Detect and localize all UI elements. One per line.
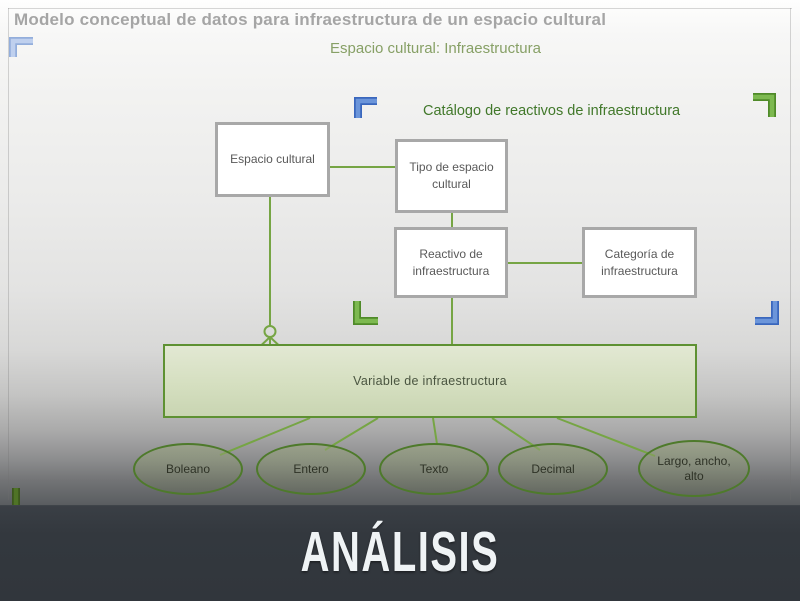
corner-bracket-icon-green-bottom-left [353, 301, 378, 325]
datatype-label: Decimal [531, 461, 575, 476]
corner-bracket-icon-green-top-right [753, 93, 776, 117]
slide-subtitle: Espacio cultural: Infraestructura [330, 40, 541, 57]
slide-edge-top [8, 8, 792, 9]
analysis-banner: ANÁLISIS [0, 505, 800, 601]
datatype-ellipse-decimal: Decimal [498, 443, 608, 495]
datatype-label: Largo, ancho, alto [657, 453, 731, 483]
entity-label: Reactivo de infraestructura [412, 246, 490, 278]
entity-tipo-espacio-cultural: Tipo de espacio cultural [395, 139, 508, 213]
datatype-ellipse-entero: Entero [256, 443, 366, 495]
entity-reactivo-infraestructura: Reactivo de infraestructura [394, 227, 508, 298]
datatype-ellipse-largo-ancho-alto: Largo, ancho, alto [638, 440, 750, 497]
page-title: Modelo conceptual de datos para infraest… [14, 10, 607, 29]
corner-bracket-icon-blue-light-top-left [9, 37, 33, 57]
datatype-ellipse-boleano: Boleano [133, 443, 243, 495]
slide-edge-left [8, 8, 9, 500]
entity-label: Categoría de infraestructura [601, 246, 678, 278]
datatype-label: Texto [419, 461, 449, 476]
slide-edge-right [790, 8, 791, 500]
connector-variable-texto [432, 417, 438, 445]
entity-variable-infraestructura: Variable de infraestructura [163, 344, 697, 418]
corner-bracket-icon-blue-bottom-right [755, 301, 779, 325]
corner-bracket-icon-blue-top-left [354, 97, 377, 118]
banner-title: ANÁLISIS [300, 521, 500, 585]
entity-categoria-infraestructura: Categoría de infraestructura [582, 227, 697, 298]
datatype-label: Boleano [165, 461, 211, 476]
catalog-caption: Catálogo de reactivos de infraestructura [423, 103, 681, 119]
entity-espacio-cultural: Espacio cultural [215, 122, 330, 197]
entity-label: Tipo de espacio cultural [409, 160, 494, 191]
slide-canvas: Modelo conceptual de datos para infraest… [0, 0, 800, 505]
crow-foot-zero-or-many-icon [263, 325, 277, 338]
datatype-label: Entero [293, 461, 329, 476]
entity-label: Espacio cultural [230, 152, 315, 167]
entity-label: Variable de infraestructura [353, 374, 507, 388]
datatype-ellipse-texto: Texto [379, 443, 489, 495]
